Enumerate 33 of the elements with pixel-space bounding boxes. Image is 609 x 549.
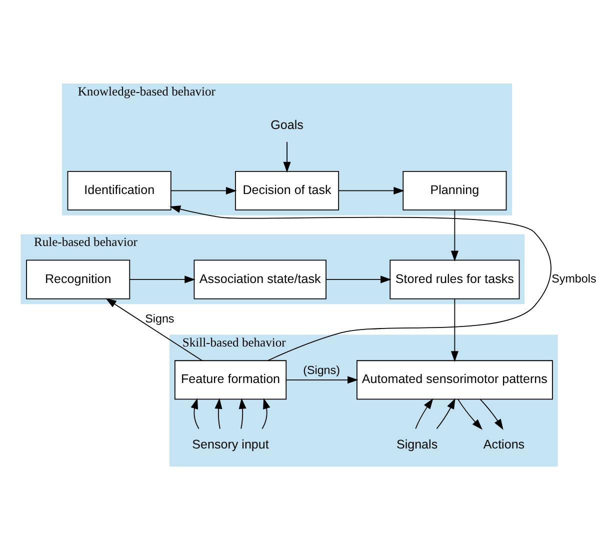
arrow (286, 376, 358, 384)
node-box: Stored rules for tasks (390, 259, 520, 299)
arrow (106, 298, 202, 360)
arrow (436, 398, 456, 429)
arrow (450, 209, 458, 262)
arrow (415, 398, 434, 429)
arrow (238, 398, 246, 429)
node-box: Association state/task (194, 259, 326, 299)
node-box: Feature formation (174, 360, 287, 400)
node-box: Decision of task (235, 170, 340, 210)
arrow (190, 398, 200, 429)
arrow (450, 298, 458, 362)
edge-label: (Signs) (303, 363, 340, 376)
node-text: Goals (270, 118, 304, 132)
edge-label: Symbols (552, 272, 596, 286)
arrow (338, 186, 404, 194)
arrow (170, 186, 237, 194)
arrow (170, 205, 552, 361)
node-box: Planning (402, 170, 507, 210)
arrow (130, 275, 196, 283)
node-box: Identification (67, 170, 172, 210)
arrow (214, 398, 222, 429)
arrow (326, 275, 392, 283)
node-text: Sensory input (192, 436, 269, 451)
node-box: Recognition (26, 259, 130, 299)
edge-label: Signs (145, 312, 174, 325)
arrow (480, 398, 504, 430)
arrow (458, 398, 482, 430)
arrow (283, 140, 291, 172)
node-text: Actions (483, 436, 525, 451)
node-text: Signals (396, 436, 438, 451)
node-box: Automated sensorimotor patterns (356, 360, 553, 400)
arrow (262, 398, 270, 429)
